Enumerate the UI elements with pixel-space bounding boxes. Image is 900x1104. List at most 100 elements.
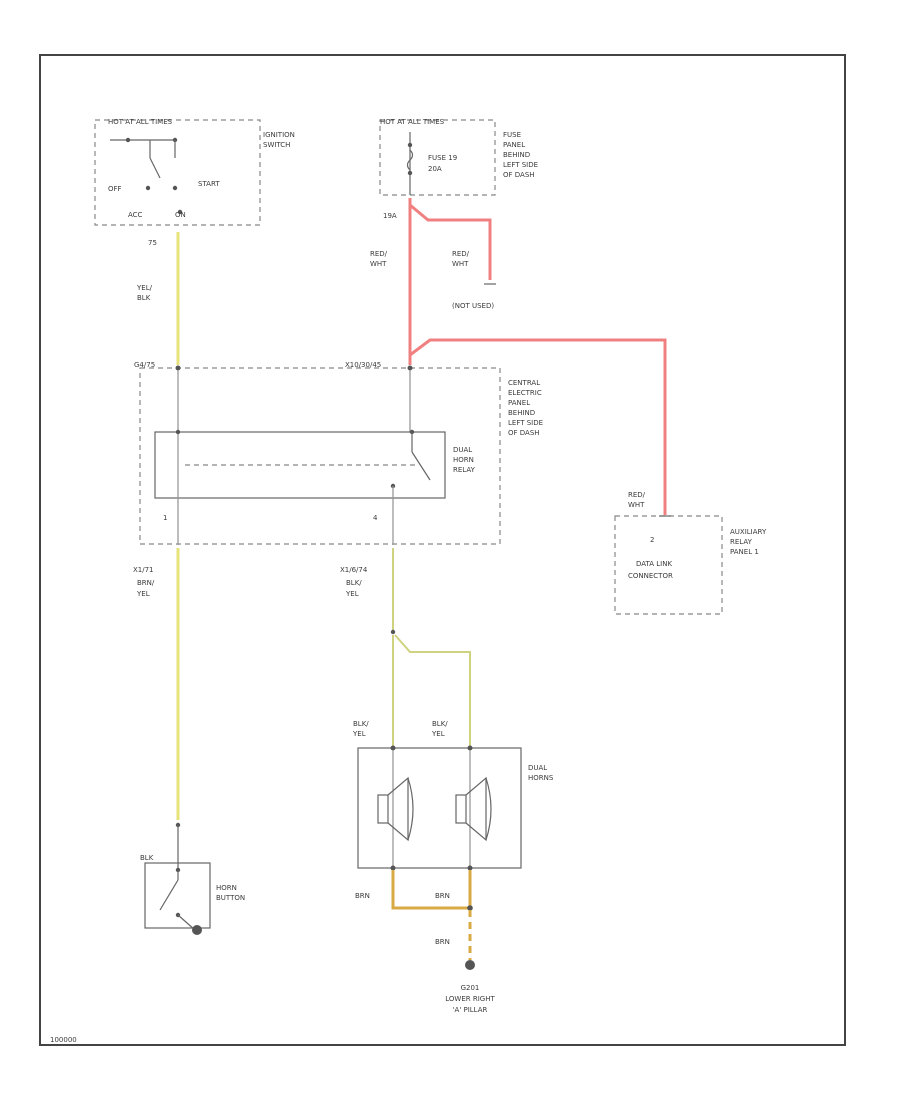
fuse-label-line5: OF DASH [503,171,535,179]
horn-button-label-line2: BUTTON [216,894,245,902]
fuse-element-icon [406,149,414,171]
fuse-label-line3: BEHIND [503,151,530,159]
horn-connector [390,745,396,751]
brn-yel-wiring: X1/71 BRN/ YEL [133,548,181,828]
ignition-contact [125,137,131,143]
dual-horns: DUAL HORNS [357,745,554,871]
red-wht-label2-line1: RED/ [452,250,470,258]
fuse-panel-box [379,119,496,196]
ignition-label-line2: SWITCH [263,141,290,149]
fuse-label-line2: PANEL [503,141,525,149]
ignition-switch: HOT AT ALL TIMES OFF START ACC ON IGNITI… [94,118,295,247]
central-pin-bottom-right: 4 [373,514,378,522]
ignition-pin-label: 75 [148,239,157,247]
ignition-off-label: OFF [108,185,122,193]
horn-icon-bell [485,777,492,841]
ground-icon [465,960,475,970]
horn-icon-cone [387,776,409,842]
ignition-on-label: ON [175,211,186,219]
fuse-contact [407,142,413,148]
ground-g201: G201 LOWER RIGHT 'A' PILLAR [445,984,495,1014]
diagram-id: 100000 [50,1036,77,1044]
central-pin-bottom-left: 1 [163,514,167,522]
horn-icon [377,776,414,842]
central-label-line6: OF DASH [508,429,540,437]
ground-label-line1: LOWER RIGHT [445,995,495,1003]
red-wht-label1-line2: WHT [370,260,387,268]
dlc-box [614,515,723,615]
relay-contact [175,429,181,435]
ground-code: G201 [461,984,480,992]
horn-icon-body [377,794,389,824]
central-electric-panel: G4/75 X10/30/45 1 4 DUAL HORN RELAY CENT… [134,361,543,545]
horn-button-switch-arm [159,879,179,911]
ignition-contact [177,209,183,215]
blk-yel-label-line1: BLK/ [346,579,362,587]
central-label-line2: ELECTRIC [508,389,542,397]
brn-ground-wiring: BRN BRN BRN [355,870,475,970]
horn-button-wire-label: BLK [140,854,154,862]
data-link-connector: RED/ WHT 2 DATA LINK CONNECTOR AUXILIARY… [614,491,767,615]
central-connector-left [175,365,181,371]
fuse-pin-label: 19A [383,212,397,220]
dlc-wire-label-line1: RED/ [628,491,646,499]
not-used-label: (NOT USED) [452,302,494,310]
horn-connector [390,865,396,871]
horn-button-ground-line [177,914,196,931]
blk-yel-connector [390,629,396,635]
red-wht-branch-not-used [409,203,492,280]
central-label-line4: BEHIND [508,409,535,417]
brn-label-2: BRN [435,892,450,900]
ground-label-line2: 'A' PILLAR [453,1006,488,1014]
brn-splice [467,905,473,911]
brn-yel-label-line1: BRN/ [137,579,155,587]
fuse-contact [407,170,413,176]
relay-switch-arm [411,451,431,481]
dual-horns-box [357,747,522,869]
horn-button: BLK HORN BUTTON [140,825,245,935]
dlc-wire-label-line2: WHT [628,501,645,509]
ignition-header: HOT AT ALL TIMES [108,118,173,126]
fuse-label-line4: LEFT SIDE [503,161,538,169]
brn-label-1: BRN [355,892,370,900]
central-pin-right: X10/30/45 [345,361,381,369]
relay-label-line3: RELAY [453,466,476,474]
ignition-label-line1: IGNITION [263,131,295,139]
horn-icon-cone [465,776,487,842]
horn-button-ground-icon [192,925,202,935]
fuse-name-line1: FUSE 19 [428,154,457,162]
fuse-header: HOT AT ALL TIMES [380,118,445,126]
yel-blk-wiring: YEL/ BLK [136,232,180,365]
central-label-line1: CENTRAL [508,379,540,387]
horn-button-label-line1: HORN [216,884,237,892]
central-connector-right [407,365,413,371]
brn-wire-left [391,870,470,910]
red-wht-wiring: RED/ WHT RED/ WHT (NOT USED) [370,198,667,515]
yel-blk-label-line2: BLK [137,294,151,302]
central-pin-left: G4/75 [134,361,155,369]
right-horn-wire-line1: BLK/ [432,720,448,728]
ignition-switch-arm [149,157,161,179]
red-wht-label2-line2: WHT [452,260,469,268]
dlc-name-line1: DATA LINK [636,560,672,568]
dual-horns-label-line1: DUAL [528,764,547,772]
blk-yel-label-line2: YEL [345,590,359,598]
dlc-name-line2: CONNECTOR [628,572,673,580]
fuse-name-line2: 20A [428,165,442,173]
dlc-label-line2: RELAY [730,538,753,546]
left-horn-wire-line2: YEL [352,730,366,738]
blk-yel-wiring: X1/6/74 BLK/ YEL BLK/ YEL BLK/ YEL [340,548,471,748]
dlc-pin: 2 [650,536,654,544]
ignition-acc-label: ACC [128,211,143,219]
horn-icon [455,776,492,842]
central-panel-box [139,367,501,545]
brn-label-3: BRN [435,938,450,946]
ignition-contact [145,185,151,191]
diagram-frame [39,54,846,1046]
dual-horns-label-line2: HORNS [528,774,554,782]
dlc-label-line3: PANEL 1 [730,548,759,556]
horn-icon-bell [407,777,414,841]
relay-label-line2: HORN [453,456,474,464]
